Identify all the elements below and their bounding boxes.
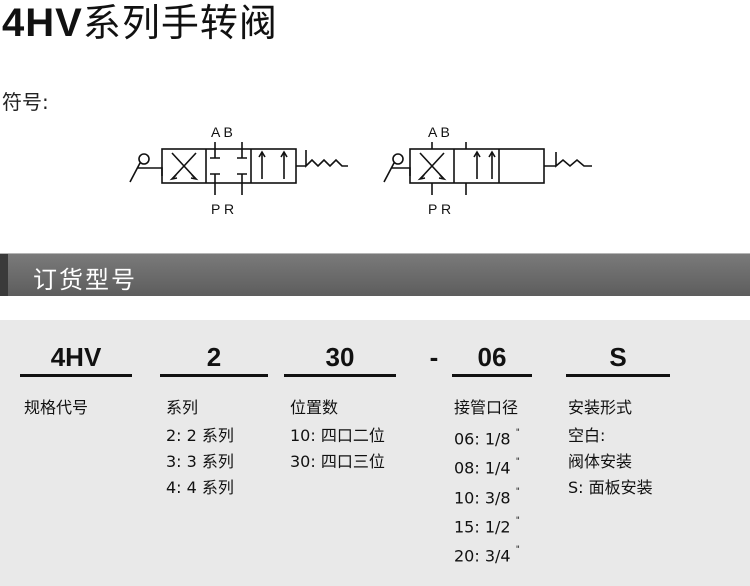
option-item: 10: 3/8 " bbox=[454, 486, 520, 507]
code-separator: - bbox=[429, 342, 439, 372]
inch-mark: " bbox=[515, 428, 520, 438]
code-port-size: 06 bbox=[452, 340, 532, 377]
column-head: 位置数 bbox=[290, 398, 339, 417]
inch-mark: " bbox=[515, 545, 520, 556]
column-head: 安装形式 bbox=[568, 398, 633, 417]
option-item: 空白: bbox=[568, 426, 606, 445]
column-series: 系列 2: 2 系列 3: 3 系列 4: 4 系列 bbox=[166, 394, 234, 501]
title-name: 系列手转阀 bbox=[82, 1, 278, 45]
option-item: S: 面板安装 bbox=[568, 478, 653, 497]
column-head: 系列 bbox=[166, 398, 199, 417]
column-head: 接管口径 bbox=[454, 398, 519, 417]
code-mounting: S bbox=[566, 340, 670, 377]
order-code-panel bbox=[0, 320, 750, 586]
code-model: 4HV bbox=[20, 340, 132, 377]
column-positions: 位置数 10: 四口二位 30: 四口三位 bbox=[290, 394, 385, 475]
section-accent bbox=[0, 254, 8, 296]
inch-mark: " bbox=[515, 486, 520, 497]
title-model: 4HV bbox=[2, 1, 83, 45]
column-mounting: 安装形式 空白: 阀体安装 S: 面板安装 bbox=[568, 394, 653, 501]
option-item: 20: 3/4 " bbox=[454, 545, 520, 566]
symbol-1-ports-top: A B bbox=[211, 124, 233, 140]
option-item: 3: 3 系列 bbox=[166, 452, 234, 471]
symbol-2-ports-bottom: P R bbox=[428, 201, 451, 217]
symbol-label: 符号: bbox=[2, 90, 49, 114]
option-item: 08: 1/4 " bbox=[454, 457, 520, 478]
valve-symbol-3-position bbox=[129, 142, 348, 195]
symbol-1-ports-bottom: P R bbox=[211, 201, 234, 217]
code-positions: 30 bbox=[284, 340, 396, 377]
option-item: 阀体安装 bbox=[568, 452, 633, 471]
valve-symbol-2-position bbox=[383, 142, 592, 195]
section-title: 订货型号 bbox=[33, 266, 137, 294]
page-title: 4HV系列手转阀 bbox=[2, 0, 278, 46]
column-head: 规格代号 bbox=[24, 398, 89, 417]
option-item: 30: 四口三位 bbox=[290, 452, 385, 471]
option-item: 15: 1/2 " bbox=[454, 515, 520, 537]
option-item: 10: 四口二位 bbox=[290, 426, 385, 445]
symbol-2-ports-top: A B bbox=[428, 124, 450, 140]
column-model: 规格代号 bbox=[24, 394, 88, 423]
valve-symbols: A B P R A B P R bbox=[129, 124, 592, 217]
section-bar: 订货型号 bbox=[0, 253, 750, 296]
option-item: 06: 1/8 " bbox=[454, 428, 520, 449]
option-item: 4: 4 系列 bbox=[166, 478, 234, 497]
inch-mark: " bbox=[515, 457, 520, 468]
code-series: 2 bbox=[160, 340, 268, 377]
option-item: 2: 2 系列 bbox=[166, 426, 234, 445]
column-port-size: 接管口径 06: 1/8 " 08: 1/4 " 10: 3/8 " 15: 1… bbox=[454, 394, 520, 570]
inch-mark: " bbox=[515, 515, 520, 526]
